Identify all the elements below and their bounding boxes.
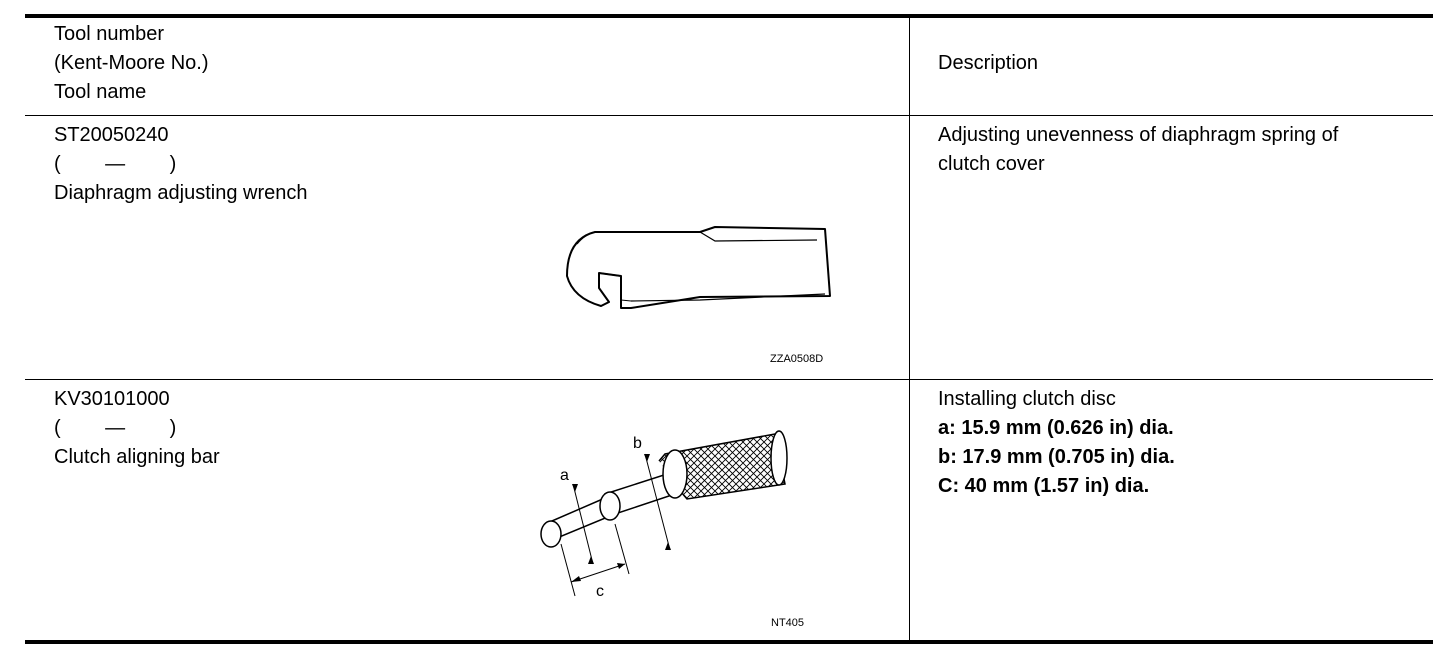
header-tool-number: Tool number: [54, 23, 165, 45]
tool-number: ST20050240: [54, 124, 169, 146]
table-row-1-tool: ST20050240 ( — ) Diaphragm adjusting wre…: [54, 121, 307, 208]
header-tool-column: Tool number (Kent-Moore No.) Tool name: [54, 20, 209, 107]
description-line: clutch cover: [938, 153, 1045, 175]
dimension-label-b: b: [633, 435, 642, 452]
row-divider: [25, 379, 1433, 380]
header-description: Description: [938, 52, 1039, 74]
kent-moore-number: ( — ): [54, 417, 177, 439]
clutch-aligning-bar-illustration: a b c: [540, 430, 788, 600]
figure-code: NT405: [771, 617, 805, 629]
spec-a: a: 15.9 mm (0.626 in) dia.: [938, 417, 1174, 439]
figure-code: ZZA0508D: [770, 353, 824, 365]
header-kent-moore: (Kent-Moore No.): [54, 52, 209, 74]
tool-name: Clutch aligning bar: [54, 446, 220, 468]
table-row-1-description: Adjusting unevenness of diaphragm spring…: [938, 121, 1338, 179]
spec-c: C: 40 mm (1.57 in) dia.: [938, 475, 1150, 497]
kent-moore-number: ( — ): [54, 153, 177, 175]
dimension-label-a: a: [560, 467, 569, 484]
description-line: Adjusting unevenness of diaphragm spring…: [938, 124, 1339, 146]
spec-b: b: 17.9 mm (0.705 in) dia.: [938, 446, 1175, 468]
header-tool-name: Tool name: [54, 81, 147, 103]
diaphragm-wrench-illustration: [566, 226, 831, 309]
table-top-rule: [25, 14, 1433, 18]
table-row-2-description: Installing clutch disc a: 15.9 mm (0.626…: [938, 385, 1175, 501]
special-tools-table: Tool number (Kent-Moore No.) Tool name D…: [25, 14, 1433, 644]
dimension-label-c: c: [596, 583, 604, 600]
header-rule: [25, 115, 1433, 116]
tool-number: KV30101000: [54, 388, 170, 410]
column-divider: [909, 14, 910, 644]
table-bottom-rule: [25, 640, 1433, 644]
table-row-2-tool: KV30101000 ( — ) Clutch aligning bar: [54, 385, 220, 472]
tool-name: Diaphragm adjusting wrench: [54, 182, 308, 204]
description-line: Installing clutch disc: [938, 388, 1116, 410]
